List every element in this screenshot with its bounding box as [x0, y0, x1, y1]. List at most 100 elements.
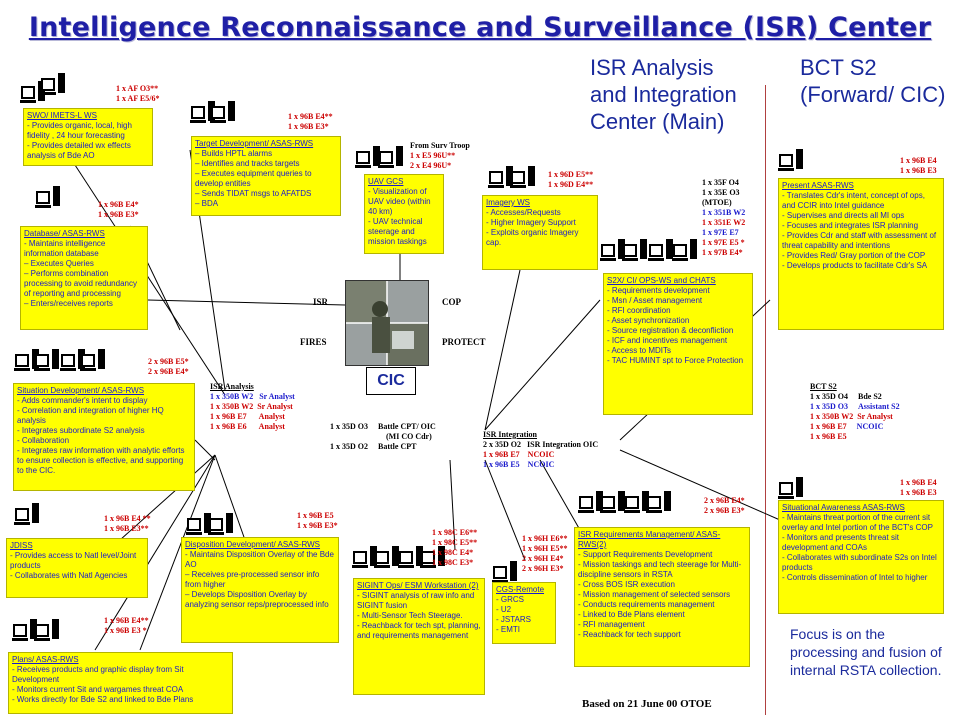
box-line: - SIGINT analysis of raw info and SIGINT… [357, 591, 475, 610]
workstation-icon [352, 546, 377, 568]
crew-line: 1 x 351E W2 [702, 218, 746, 227]
crew-cgs: 1 x 96H E6** 1 x 96H E5** 2 x 96H E4* 2 … [522, 534, 568, 574]
box-line: - Mission management of selected sensors [578, 590, 731, 599]
rank: 1 x 96B E5 [810, 432, 847, 441]
box-line: - Conducts requirements management [578, 600, 715, 609]
box-line: - Visualization of UAV video (within 40 … [368, 187, 431, 216]
crew-line: 1 x 96B E3 [900, 166, 937, 175]
role: Analyst [258, 412, 285, 421]
box-line: - Provides access to Natl level/Joint pr… [10, 551, 137, 570]
crew-disposition: 1 x 96B E5 1 x 96B E3* [297, 511, 338, 531]
workstation-icon [622, 239, 647, 261]
box-line: - Provides organic, local, high fidelity… [27, 121, 132, 140]
workstation-icon [398, 546, 423, 568]
crew-sitaware: 1 x 96B E4 1 x 96B E3 [900, 478, 937, 498]
box-line: - U2 [496, 605, 512, 614]
box-line: - Supervises and directs all MI ops [782, 211, 905, 220]
box-title: ISR Requirements Management/ ASAS-RWS(2) [578, 530, 721, 549]
role: NCOIC [856, 422, 884, 431]
crew-database: 1 x 96B E4* 1 x 96B E3* [98, 200, 139, 220]
group-row: 1 x 350B W2 Sr Analyst [210, 402, 295, 412]
quadrant-isr: ISR [313, 297, 329, 307]
crew-line: 1 x 96D E5** [548, 170, 594, 179]
workstation-icon [378, 146, 403, 168]
box-line: - TAC HUMINT spt to Force Protection [607, 356, 744, 365]
box-line: - Reachback for tech support [578, 630, 681, 639]
box-line: - RFI coordination [607, 306, 671, 315]
group-row: 1 x 96B E5 NCOIC [483, 460, 598, 470]
workstation-icon [778, 149, 803, 171]
crew-line: 1 x 96B E4 [900, 478, 937, 487]
connector [619, 449, 781, 521]
box-title: Database/ ASAS-RWS [24, 229, 105, 238]
box-line: - Support Requirements Development [578, 550, 713, 559]
group-row: 1 x 350B W2 Sr Analyst [810, 412, 900, 422]
box-line: - Provides Cdr and staff with assessment… [782, 231, 937, 250]
crew-line: 1 x 35F O4 [702, 178, 739, 187]
connector [214, 454, 246, 541]
crew-line: 1 x 96B E3* [288, 122, 329, 131]
quadrant-protect: PROTECT [442, 337, 486, 347]
box-cgs: CGS-Remote - GRCS - U2 - JSTARS - EMTI [492, 582, 556, 644]
crew-line: 1 x 96B E4 [900, 156, 937, 165]
box-line: - Monitors and presents threat sit devel… [782, 533, 899, 552]
workstation-icon [510, 166, 535, 188]
workstation-icon [355, 146, 380, 168]
group-row: 1 x 35D O4 Bde S2 [810, 392, 900, 402]
crew-line: 1 x 96D E4** [548, 180, 594, 189]
workstation-icon [80, 349, 105, 371]
box-disposition: Disposition Development/ ASAS-RWS - Main… [181, 537, 339, 643]
box-line: - Msn / Asset management [607, 296, 703, 305]
crew-line: 1 x 96B E4 ** [104, 514, 151, 523]
role: Sr Analyst [259, 392, 295, 401]
box-title: JDISS [10, 541, 33, 550]
box-swo: SWO/ IMETS-L WS - Provides organic, loca… [23, 108, 153, 166]
crew-line: 2 x 96H E4* [522, 554, 564, 563]
workstation-icon [600, 239, 625, 261]
crew-line: 1 x 98C E6** [432, 528, 478, 537]
box-title: SWO/ IMETS-L WS [27, 111, 97, 120]
role: NCOIC [527, 450, 555, 459]
crew-line: 1 x AF O3** [116, 84, 159, 93]
source-note: Based on 21 June 00 OTOE [582, 698, 712, 710]
connector [94, 454, 216, 651]
crew-line: From Surv Troop [410, 141, 470, 150]
box-line: - Cross BOS ISR execution [578, 580, 675, 589]
workstation-icon [12, 619, 37, 641]
cic-image [346, 281, 428, 365]
rank: 1 x 350B W2 [210, 392, 254, 401]
header-bct-s2: BCT S2 (Forward/ CIC) [800, 55, 946, 107]
role-note: (MI CO Cdr) [386, 432, 432, 441]
group-row: 1 x 96B E5 [810, 432, 900, 442]
box-line: - Mission taskings and tech steerage for… [578, 560, 742, 579]
group-heading: ISR Analysis [210, 382, 254, 391]
group-row: 1 x 96B E7 NCOIC [483, 450, 598, 460]
crew-jdiss: 1 x 96B E4 ** 1 x 96B E3** [104, 514, 151, 534]
box-title: S2X/ CI/ OPS-WS and CHATS [607, 276, 716, 285]
box-line: - Maintains threat portion of the curren… [782, 513, 933, 532]
box-line: - Asset synchronization [607, 316, 690, 325]
crew-line: 1 x 98C E3* [432, 558, 474, 567]
connector [147, 299, 346, 306]
box-line: - GRCS [496, 595, 524, 604]
connector [484, 459, 526, 561]
box-line: - EMTI [496, 625, 520, 634]
crew-line: 2 x 96B E5* [148, 357, 189, 366]
box-target: Target Development/ ASAS-RWS – Builds HP… [191, 136, 341, 216]
rank: 1 x 35D O3 [810, 402, 848, 411]
crew-swo: 1 x AF O3** 1 x AF E5/6* [116, 84, 159, 104]
workstation-icon [624, 491, 649, 513]
connector [484, 269, 521, 431]
role: Bde S2 [858, 392, 882, 401]
rank: 1 x 96B E7 [483, 450, 520, 459]
role: Battle CPT [378, 442, 417, 451]
group-row: 1 x 35D O3 Assistant S2 [810, 402, 900, 412]
box-title: Disposition Development/ ASAS-RWS [185, 540, 321, 549]
role: Sr Analyst [857, 412, 893, 421]
box-line: - Provides detailed wx effects analysis … [27, 141, 131, 160]
box-line: - Controls dissemination of Intel to hig… [782, 573, 928, 582]
crew-line: 1 x 35E O3 [702, 188, 740, 197]
crew-line: 1 x 96B E4** [104, 616, 149, 625]
workstation-icon [34, 619, 59, 641]
box-line: - Provides Red/ Gray portion of the COP [782, 251, 926, 260]
